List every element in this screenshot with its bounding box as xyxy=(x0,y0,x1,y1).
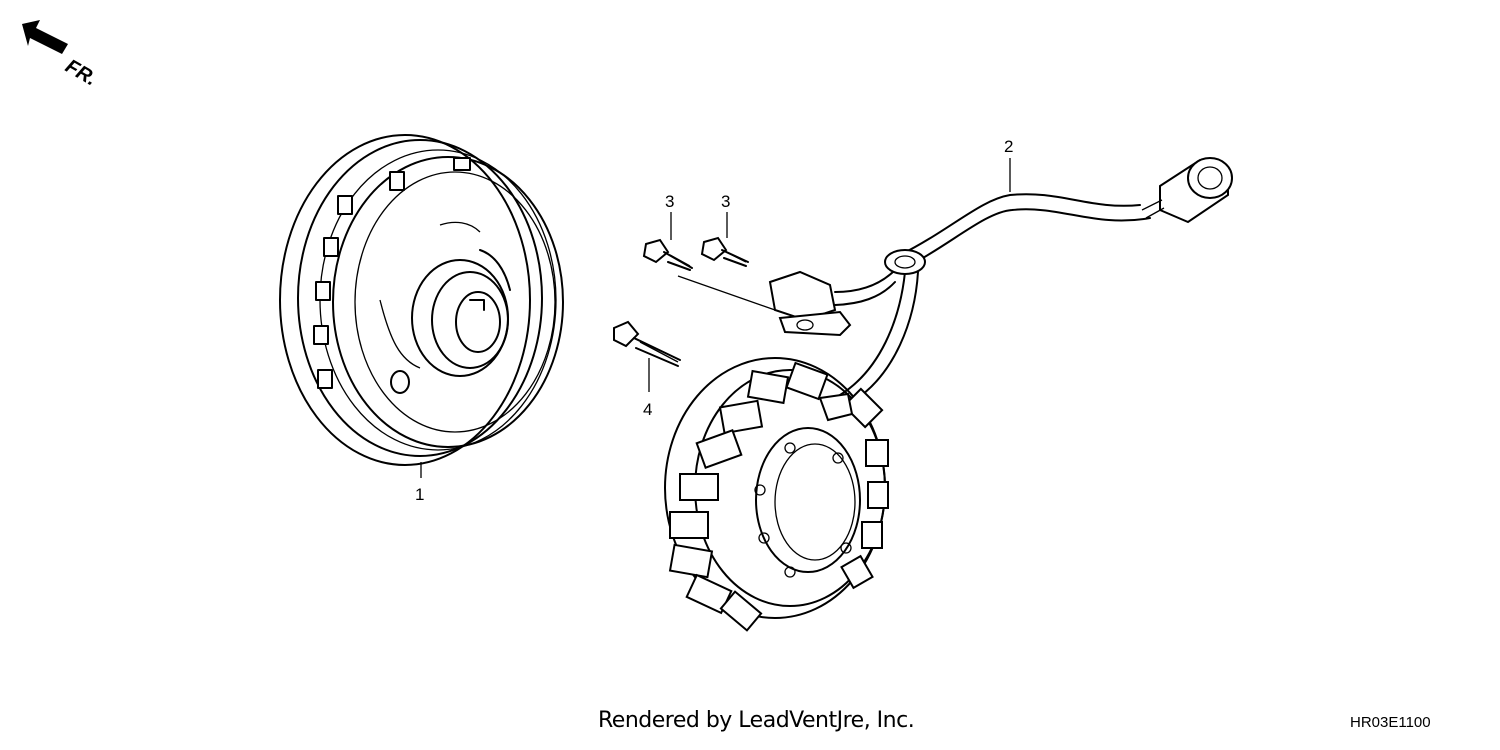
callout-3a: 3 xyxy=(665,192,674,211)
footer-credit: Rendered by LeadVentJre, Inc. xyxy=(598,708,915,733)
callout-1: 1 xyxy=(415,485,424,504)
bolt-part[interactable] xyxy=(700,236,749,267)
stator-wiring-harness-part[interactable] xyxy=(677,157,1233,403)
front-direction-arrow-icon: FR. xyxy=(22,20,100,90)
bolt-part[interactable] xyxy=(642,238,693,271)
flywheel-part[interactable] xyxy=(279,134,564,478)
direction-label: FR. xyxy=(62,55,101,90)
callout-4: 4 xyxy=(643,400,652,419)
callout-2: 2 xyxy=(1004,137,1013,156)
diagram-code: HR03E1100 xyxy=(1350,714,1431,731)
callout-3b: 3 xyxy=(721,192,730,211)
bolt-part[interactable] xyxy=(613,320,681,367)
stator-part[interactable] xyxy=(664,357,889,632)
